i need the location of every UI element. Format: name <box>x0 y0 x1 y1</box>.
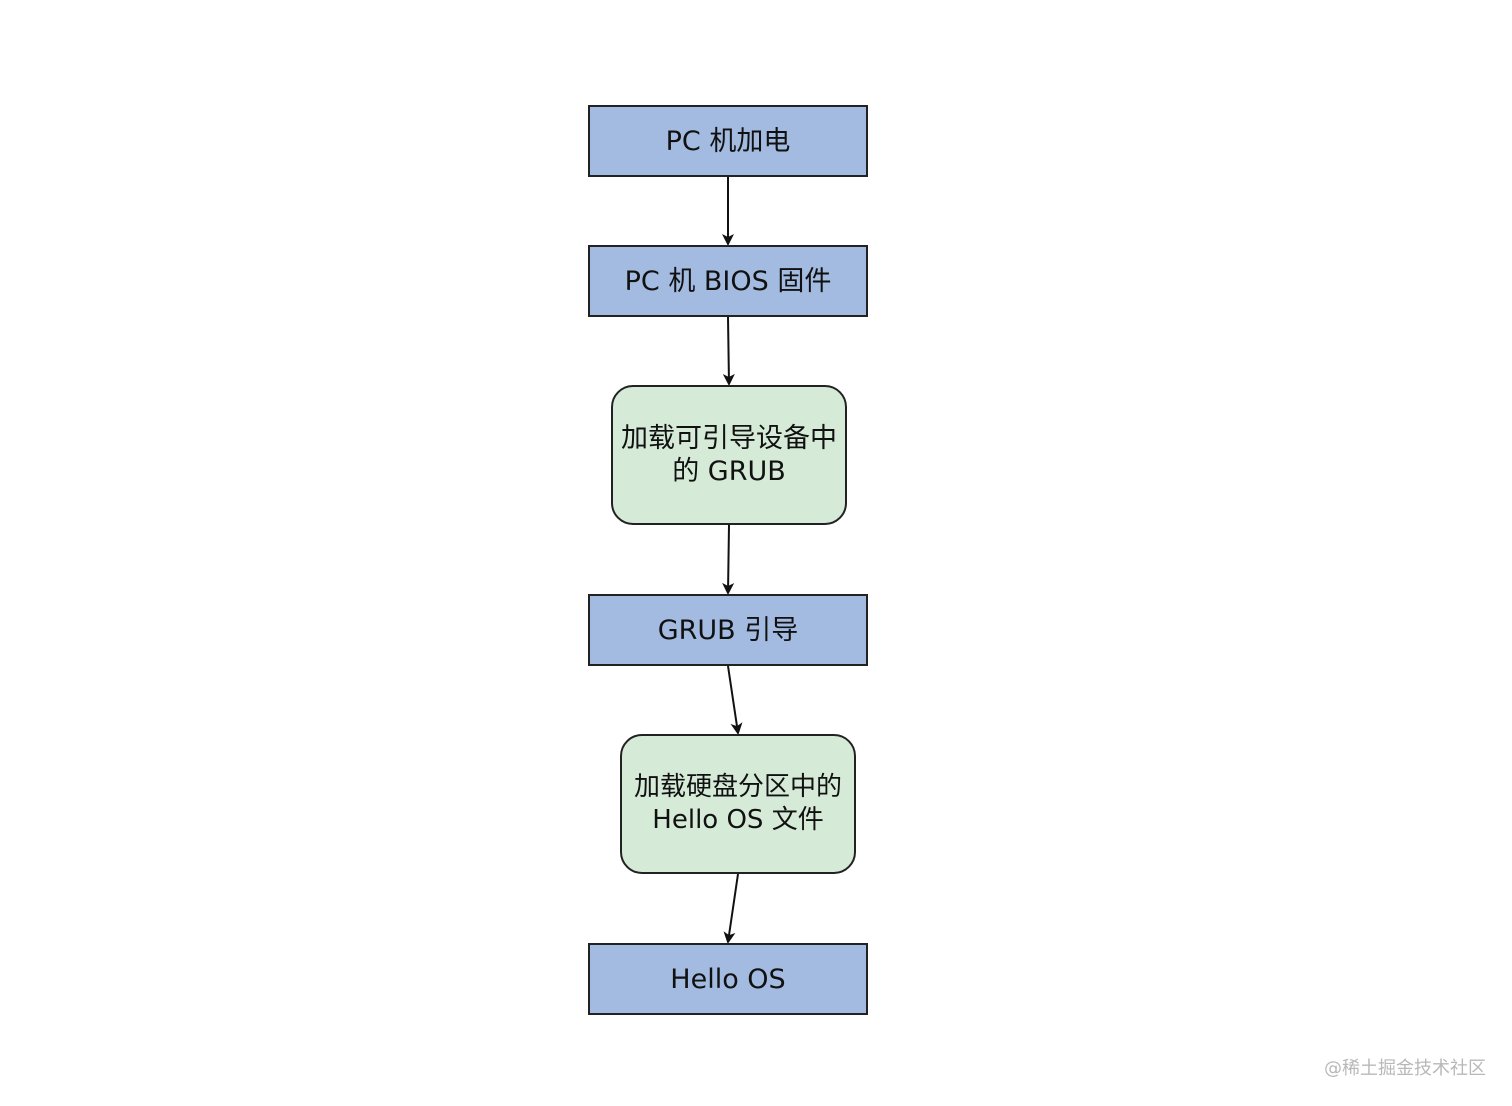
node-label: GRUB 引导 <box>657 614 799 646</box>
node-label-line-2: 的 GRUB <box>672 456 786 487</box>
node-grub-boot: GRUB 引导 <box>588 594 868 666</box>
connector-arrow-5 <box>723 873 739 944</box>
node-pc-bios-firmware: PC 机 BIOS 固件 <box>588 245 868 317</box>
connector-arrow-4 <box>727 665 743 735</box>
node-label-line-2: Hello OS 文件 <box>652 805 824 835</box>
node-label: Hello OS <box>670 963 786 995</box>
node-load-hello-os-file: 加载硬盘分区中的 Hello OS 文件 <box>620 734 856 874</box>
node-label-line-1: 加载硬盘分区中的 <box>633 772 842 802</box>
node-load-grub: 加载可引导设备中 的 GRUB <box>611 385 847 525</box>
node-pc-power-on: PC 机加电 <box>588 105 868 177</box>
connector-arrow-2 <box>722 316 735 386</box>
node-label: PC 机加电 <box>665 125 791 157</box>
watermark: @稀土掘金技术社区 <box>1324 1058 1486 1079</box>
node-hello-os: Hello OS <box>588 943 868 1015</box>
connector-arrow-3 <box>722 524 735 595</box>
node-label: PC 机 BIOS 固件 <box>624 265 832 297</box>
node-label-line-1: 加载可引导设备中 <box>621 423 837 454</box>
